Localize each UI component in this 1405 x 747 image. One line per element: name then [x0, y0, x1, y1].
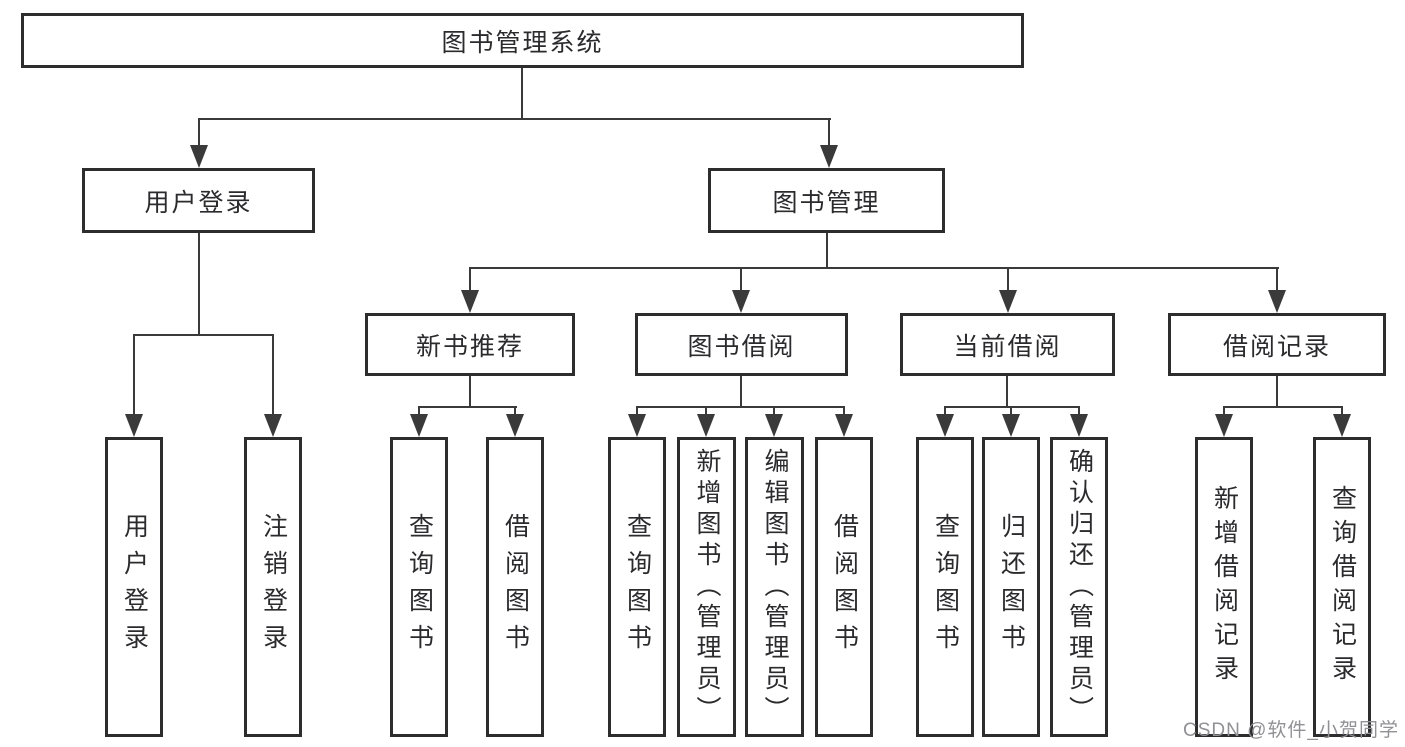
connector-line	[1078, 406, 1080, 418]
connector-line	[740, 376, 742, 408]
arrowhead-icon	[1333, 414, 1351, 437]
leaf-label: 查询图书	[931, 513, 960, 661]
arrowhead-icon	[1002, 414, 1020, 437]
connector-line	[944, 406, 946, 418]
node-new-book-recommend: 新书推荐	[365, 313, 575, 376]
leaf-add-borrow-record: 新增借阅记录	[1195, 437, 1253, 737]
leaf-confirm-return-admin: 确认归还（管理员）	[1050, 437, 1108, 737]
connector-line	[272, 334, 274, 418]
connector-line	[1223, 406, 1343, 408]
arrowhead-icon	[1070, 414, 1088, 437]
leaf-label: 新增借阅记录	[1210, 485, 1239, 689]
arrowhead-icon	[264, 414, 282, 437]
connector-line	[1276, 376, 1278, 408]
leaf-label: 查询图书	[623, 513, 652, 661]
connector-line	[469, 267, 471, 293]
arrowhead-icon	[410, 414, 428, 437]
leaf-label: 确认归还（管理员）	[1065, 447, 1094, 727]
arrowhead-icon	[732, 290, 750, 313]
connector-line	[1006, 376, 1008, 408]
arrowhead-icon	[1268, 290, 1286, 313]
arrowhead-icon	[1215, 414, 1233, 437]
leaf-label: 用户登录	[120, 513, 149, 661]
node-root: 图书管理系统	[21, 13, 1024, 68]
connector-line	[198, 233, 200, 336]
connector-line	[1007, 267, 1009, 293]
connector-line	[1341, 406, 1343, 418]
arrowhead-icon	[628, 414, 646, 437]
leaf-user-login: 用户登录	[105, 437, 163, 737]
leaf-borrow-books-borrowing: 借阅图书	[815, 437, 873, 737]
leaf-label: 注销登录	[259, 513, 288, 661]
connector-line	[636, 406, 638, 418]
leaf-query-books-current: 查询图书	[916, 437, 974, 737]
connector-line	[1010, 406, 1012, 418]
connector-line	[418, 406, 517, 408]
leaf-label: 新增图书（管理员）	[693, 447, 721, 727]
connector-line	[418, 406, 420, 418]
connector-line	[514, 406, 516, 418]
connector-line	[469, 376, 471, 408]
connector-line	[1276, 267, 1278, 293]
arrowhead-icon	[697, 414, 715, 437]
watermark: CSDN @软件_小贺同学	[1183, 720, 1399, 741]
connector-line	[133, 334, 274, 336]
leaf-add-book-admin: 新增图书（管理员）	[677, 437, 736, 737]
connector-line	[1223, 406, 1225, 418]
leaf-query-books-borrowing: 查询图书	[608, 437, 666, 737]
connector-line	[740, 267, 742, 293]
arrowhead-icon	[506, 414, 524, 437]
leaf-query-books-recommend: 查询图书	[390, 437, 448, 737]
arrowhead-icon	[820, 145, 838, 168]
leaf-label: 查询图书	[405, 513, 434, 661]
leaf-label: 查询借阅记录	[1328, 485, 1357, 689]
connector-line	[826, 233, 828, 269]
leaf-label: 借阅图书	[501, 513, 530, 661]
node-book-management: 图书管理	[708, 168, 945, 233]
node-borrowing-records: 借阅记录	[1168, 313, 1386, 376]
leaf-label: 归还图书	[997, 513, 1026, 661]
arrowhead-icon	[999, 290, 1017, 313]
connector-line	[636, 406, 845, 408]
arrowhead-icon	[936, 414, 954, 437]
connector-line	[944, 406, 1080, 408]
leaf-logout: 注销登录	[244, 437, 302, 737]
leaf-return-books: 归还图书	[982, 437, 1040, 737]
leaf-borrow-books-recommend: 借阅图书	[486, 437, 544, 737]
connector-line	[469, 267, 1279, 269]
connector-line	[828, 118, 830, 150]
node-user-login: 用户登录	[82, 168, 315, 233]
node-book-borrowing: 图书借阅	[635, 313, 848, 376]
arrowhead-icon	[835, 414, 853, 437]
connector-line	[521, 68, 523, 120]
connector-line	[198, 118, 200, 150]
leaf-query-borrow-record: 查询借阅记录	[1313, 437, 1371, 737]
connector-line	[198, 118, 831, 120]
connector-line	[705, 406, 707, 418]
arrowhead-icon	[765, 414, 783, 437]
node-current-borrowing: 当前借阅	[900, 313, 1115, 376]
arrowhead-icon	[125, 414, 143, 437]
connector-line	[773, 406, 775, 418]
arrowhead-icon	[190, 145, 208, 168]
connector-line	[133, 334, 135, 418]
leaf-label: 借阅图书	[830, 513, 859, 661]
arrowhead-icon	[461, 290, 479, 313]
connector-line	[843, 406, 845, 418]
leaf-edit-book-admin: 编辑图书（管理员）	[745, 437, 804, 737]
leaf-label: 编辑图书（管理员）	[761, 447, 789, 727]
